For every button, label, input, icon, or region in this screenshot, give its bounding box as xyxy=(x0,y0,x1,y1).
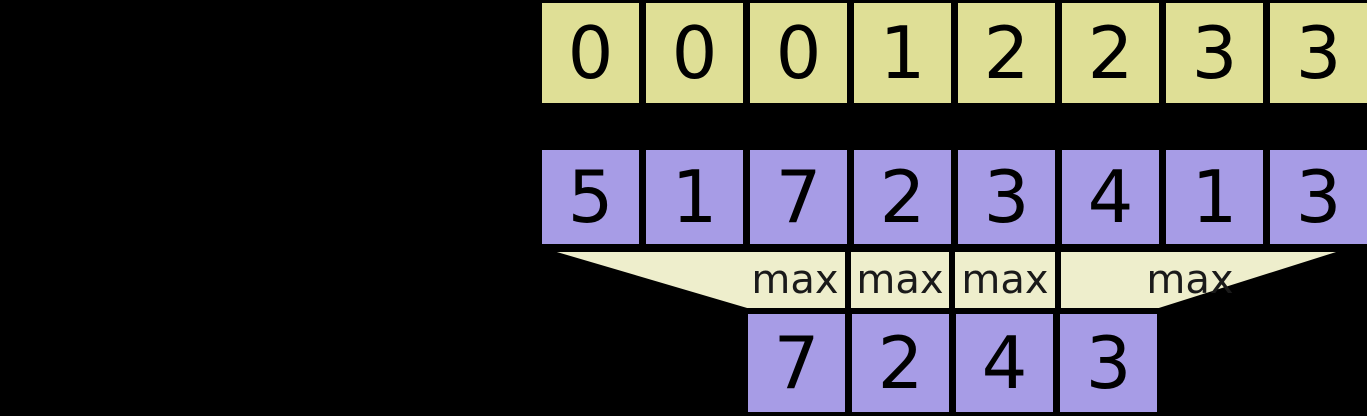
index-cell-5: 2 xyxy=(1058,0,1163,107)
index-cell-4: 2 xyxy=(954,0,1059,107)
value-cell-7: 3 xyxy=(1266,146,1367,248)
value-cell-1: 1 xyxy=(642,146,747,248)
funnel-row: max max max max xyxy=(0,246,1367,314)
value-cell-4: 3 xyxy=(954,146,1059,248)
index-cell-1: 0 xyxy=(642,0,747,107)
output-cell-3: 3 xyxy=(1056,310,1161,416)
index-cell-7: 3 xyxy=(1266,0,1367,107)
index-cell-3: 1 xyxy=(850,0,955,107)
output-row: 7 2 4 3 xyxy=(744,310,1162,416)
index-cell-0: 0 xyxy=(538,0,643,107)
value-cell-2: 7 xyxy=(746,146,851,248)
funnel-label-3: max xyxy=(1146,257,1233,303)
value-row: 5 1 7 2 3 4 1 3 xyxy=(538,146,1367,248)
funnel-label-2: max xyxy=(961,257,1048,303)
funnel-label-0: max xyxy=(751,257,838,303)
output-cell-2: 4 xyxy=(952,310,1057,416)
funnel-label-1: max xyxy=(856,257,943,303)
index-row: 0 0 0 1 2 2 3 3 xyxy=(538,0,1367,107)
value-cell-6: 1 xyxy=(1162,146,1267,248)
value-cell-5: 4 xyxy=(1058,146,1163,248)
index-cell-6: 3 xyxy=(1162,0,1267,107)
value-cell-3: 2 xyxy=(850,146,955,248)
value-cell-0: 5 xyxy=(538,146,643,248)
index-cell-2: 0 xyxy=(746,0,851,107)
output-cell-1: 2 xyxy=(848,310,953,416)
output-cell-0: 7 xyxy=(744,310,849,416)
